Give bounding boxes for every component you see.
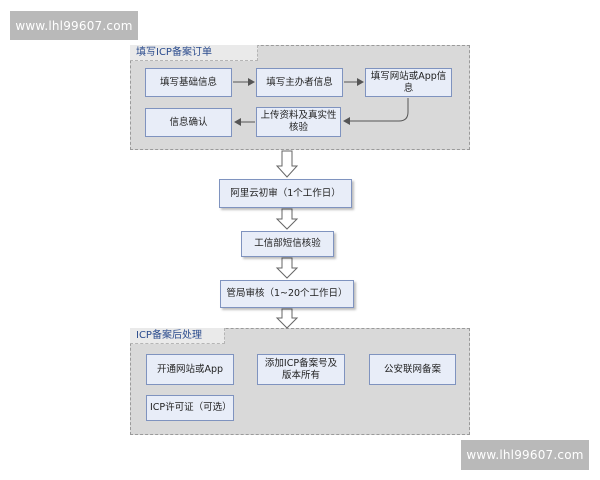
step-open-site-app: 开通网站或App: [146, 354, 234, 385]
big-arrow-miit-to-bureau: [275, 257, 299, 279]
step-miit-sms-verify: 工信部短信核验: [241, 231, 334, 257]
watermark-bottom: www.lhl99607.com: [461, 440, 589, 470]
step-basic-info: 填写基础信息: [145, 68, 232, 97]
step-sponsor-info: 填写主办者信息: [256, 68, 343, 97]
step-site-app-info: 填写网站或App信息: [365, 68, 452, 97]
step-upload-verify: 上传资料及真实性核验: [256, 107, 341, 137]
group-icp-post-title: ICP备案后处理: [130, 328, 225, 344]
watermark-top: www.lhl99607.com: [10, 11, 138, 40]
step-info-confirm: 信息确认: [145, 108, 232, 137]
big-arrow-group-to-aliyun: [275, 150, 299, 178]
step-aliyun-review: 阿里云初审（1个工作日）: [219, 179, 352, 208]
step-icp-license: ICP许可证（可选）: [146, 395, 234, 421]
step-add-icp-number: 添加ICP备案号及版本所有: [257, 354, 345, 385]
big-arrow-bureau-to-post: [275, 308, 299, 329]
group-icp-order-title: 填写ICP备案订单: [130, 45, 258, 61]
step-police-filing: 公安联网备案: [369, 354, 456, 385]
big-arrow-aliyun-to-miit: [275, 208, 299, 230]
step-bureau-review: 管局审核（1~20个工作日）: [220, 280, 354, 308]
arrow-site-to-upload: [343, 98, 409, 125]
